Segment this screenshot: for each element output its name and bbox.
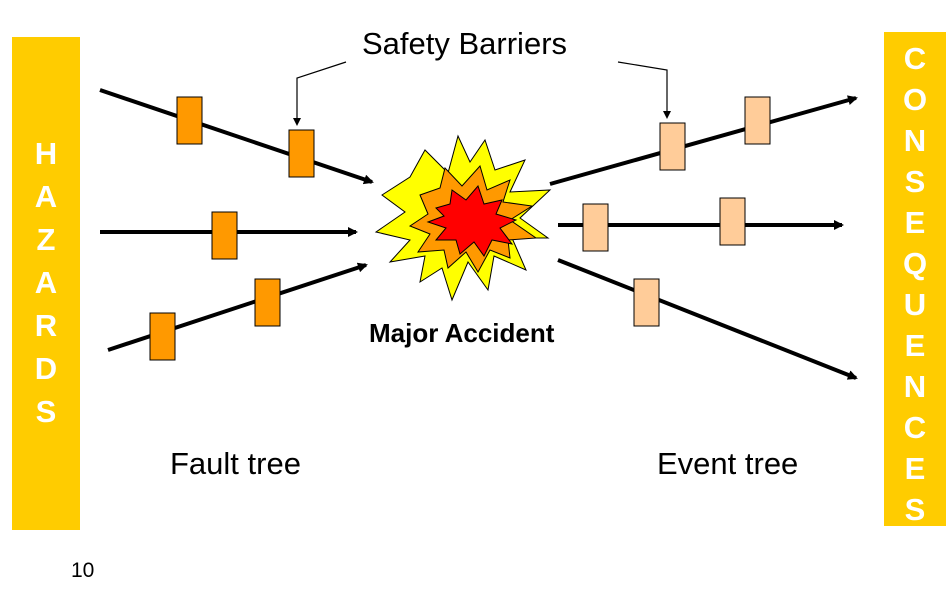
event-barrier-5	[633, 278, 660, 327]
hazards-letter: D	[34, 351, 58, 386]
consequences-letter: U	[903, 287, 927, 322]
hazards-letter: R	[34, 308, 58, 343]
fault-barrier-3	[211, 211, 238, 260]
fault-barrier-1	[176, 96, 203, 145]
event-barrier-1	[659, 122, 686, 171]
major-accident-label: Major Accident	[369, 318, 555, 348]
hazards-letter: A	[34, 179, 58, 214]
consequences-letter: O	[902, 82, 928, 117]
hazards-letter: Z	[36, 222, 56, 257]
hazards-letter: H	[34, 136, 58, 171]
page-number: 10	[71, 559, 95, 582]
fault-barrier-2	[288, 129, 315, 178]
event-barrier-3	[582, 203, 609, 252]
event-barrier-2	[744, 96, 771, 145]
event-arrow-bottom	[557, 258, 858, 380]
consequences-letter: S	[904, 492, 926, 527]
safety-barriers-title: Safety Barriers	[362, 26, 568, 61]
consequences-letter: C	[903, 41, 927, 76]
fault-arrow-bottom	[107, 262, 368, 352]
fault-tree-label: Fault tree	[170, 446, 301, 481]
consequences-letter: N	[903, 123, 927, 158]
fault-barrier-5	[149, 312, 176, 361]
fault-arrow-top	[99, 88, 374, 185]
consequences-letter: C	[903, 410, 927, 445]
hazards-letter: S	[35, 394, 57, 429]
consequences-letter: E	[904, 451, 926, 486]
consequences-letter: S	[904, 164, 926, 199]
consequences-letter: N	[903, 369, 927, 404]
explosion-icon	[374, 134, 552, 302]
hazards-letter: A	[34, 265, 58, 300]
event-barrier-4	[719, 197, 746, 246]
consequences-letter: E	[904, 328, 926, 363]
callout-right	[617, 61, 671, 119]
event-tree-label: Event tree	[657, 446, 799, 481]
consequences-letter: E	[904, 205, 926, 240]
consequences-letter: Q	[902, 246, 928, 281]
callout-left	[293, 61, 347, 126]
event-arrow-top	[549, 95, 858, 186]
fault-barrier-4	[254, 278, 281, 327]
